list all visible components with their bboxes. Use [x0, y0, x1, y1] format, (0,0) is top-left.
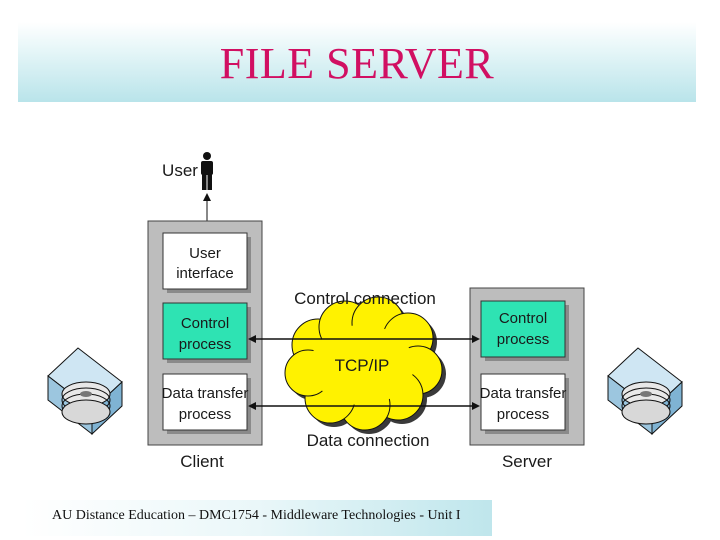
user-label: User	[162, 161, 198, 180]
data-connection-label: Data connection	[307, 431, 430, 450]
client-data-transfer-line2: process	[179, 406, 232, 423]
client-data-transfer-box	[162, 373, 248, 431]
client-user-interface-box	[162, 232, 248, 290]
tcpip-cloud	[284, 296, 446, 434]
client-control-process-line2: process	[179, 336, 232, 353]
server-data-transfer-box	[480, 373, 566, 431]
footer-text: AU Distance Education – DMC1754 - Middle…	[52, 508, 461, 523]
server-control-process-box	[480, 300, 566, 358]
title-banner: FILE SERVER	[18, 22, 696, 102]
server-control-process-line2: process	[497, 331, 550, 348]
client-control-process-box	[162, 302, 248, 360]
client-disk-storage-icon	[47, 347, 123, 436]
client-control-process-line1: Control	[181, 315, 229, 332]
server-disk-storage-icon	[607, 347, 683, 436]
client-user-interface-line2: interface	[176, 265, 234, 282]
tcpip-label: TCP/IP	[335, 356, 390, 375]
footer-banner: AU Distance Education – DMC1754 - Middle…	[22, 500, 492, 536]
server-data-transfer-line1: Data transfer	[480, 385, 567, 402]
control-connection-label: Control connection	[294, 289, 436, 308]
client-data-transfer-line1: Data transfer	[162, 385, 249, 402]
server-label: Server	[502, 452, 552, 471]
server-control-process-line1: Control	[499, 310, 547, 327]
user-person-icon	[201, 152, 213, 190]
client-label: Client	[180, 452, 224, 471]
server-data-transfer-line2: process	[497, 406, 550, 423]
slide-title: FILE SERVER	[219, 39, 495, 88]
client-user-interface-line1: User	[189, 245, 221, 262]
